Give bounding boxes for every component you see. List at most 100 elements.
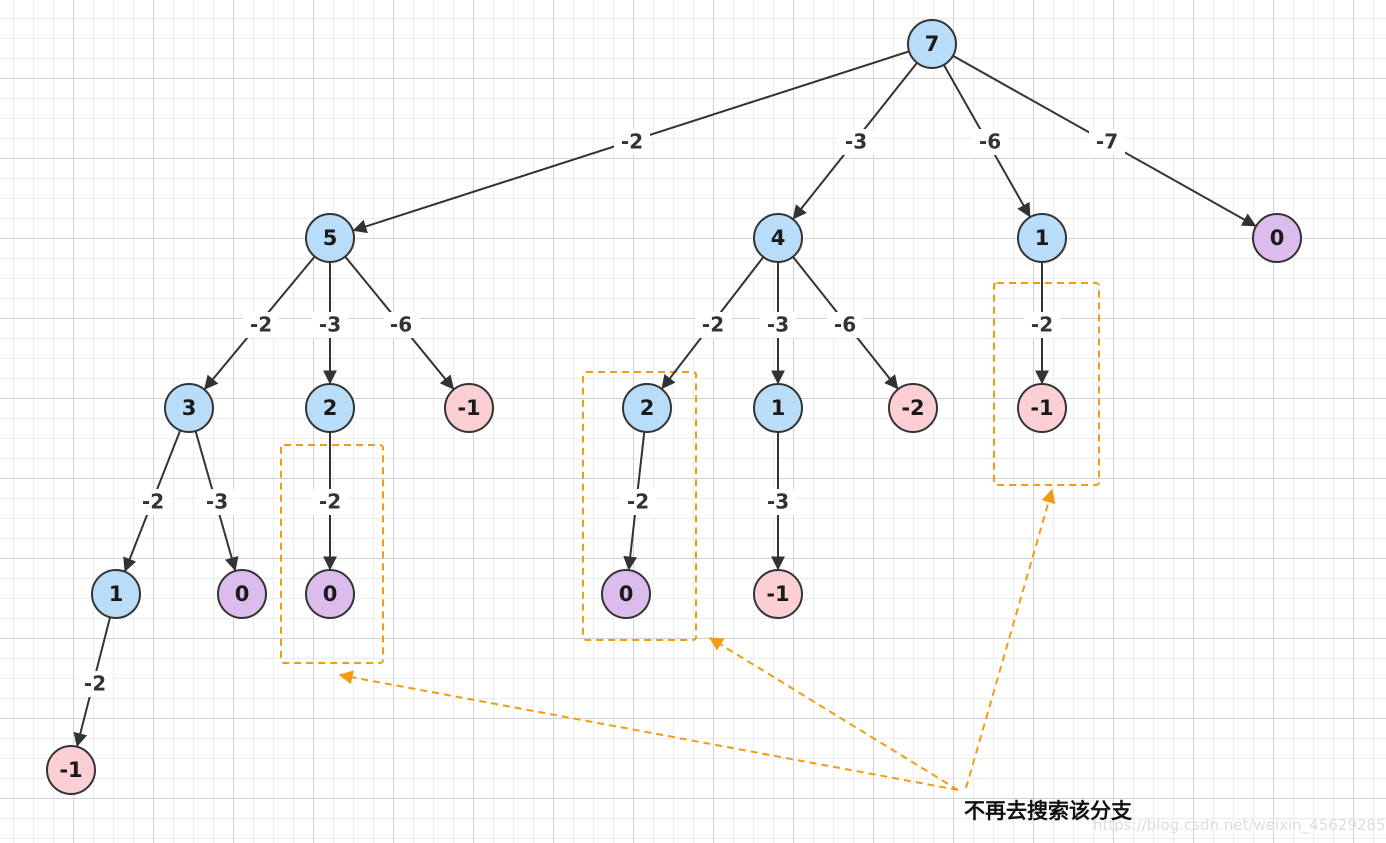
node-value: 0 — [323, 582, 338, 606]
tree-node: 4 — [753, 213, 803, 263]
tree-node: -1 — [1017, 383, 1067, 433]
edge-label-text: -6 — [834, 313, 856, 337]
edge-labels: -2 -3 -6 -7 -2 -3 -6 -2 -3 -6 -2 -2 -3 -2 -2 -3 -2 — [77, 129, 1125, 697]
node-value: -1 — [1030, 396, 1053, 420]
node-circle-explored — [1017, 213, 1067, 263]
edge-label-text: -2 — [621, 130, 643, 154]
edge-label-text: -3 — [206, 490, 228, 514]
edge-label-text: -2 — [250, 313, 272, 337]
edge-label: -6 — [827, 312, 863, 338]
node-circle-exceeded — [46, 745, 96, 795]
edge-label-text: -7 — [1096, 130, 1118, 154]
annotation-label: 不再去搜索该分支 — [964, 799, 1132, 823]
node-circle-explored — [91, 569, 141, 619]
tree-node: -2 — [888, 383, 938, 433]
tree-node: 1 — [1017, 213, 1067, 263]
edge-label-text: -2 — [142, 490, 164, 514]
edge-label: -3 — [838, 129, 874, 155]
node-circle-exceeded — [753, 569, 803, 619]
node-circle-explored — [622, 383, 672, 433]
edge-label: -3 — [312, 312, 348, 338]
node-circle-explored — [305, 383, 355, 433]
tree-node: -1 — [46, 745, 96, 795]
edge-label: -2 — [614, 129, 650, 155]
edge-label: -3 — [760, 489, 796, 515]
edge-label-text: -2 — [702, 313, 724, 337]
node-circle-solution — [305, 569, 355, 619]
node-value: 1 — [1035, 226, 1050, 250]
tree-node: 7 — [907, 19, 957, 69]
tree-nodes: 7 5 4 1 0 3 2 -1 2 1 -2 -1 1 0 0 0 -1 -1 — [46, 19, 1302, 795]
edge-label-text: -6 — [979, 130, 1001, 154]
tree-node: 3 — [164, 383, 214, 433]
edge-label-text: -3 — [319, 313, 341, 337]
node-circle-explored — [164, 383, 214, 433]
node-value: 5 — [323, 226, 338, 250]
edge-label-text: -2 — [319, 490, 341, 514]
node-value: 1 — [109, 582, 124, 606]
edge-label: -2 — [312, 489, 348, 515]
pruned-branch-box — [280, 444, 384, 664]
watermark-text: https://blog.csdn.net/weixin_45629285 — [1093, 816, 1386, 834]
node-circle-explored — [753, 213, 803, 263]
tree-node: 5 — [305, 213, 355, 263]
node-value: -2 — [901, 396, 924, 420]
edge-label-text: -3 — [767, 313, 789, 337]
tree-node: 2 — [305, 383, 355, 433]
edge-label: -7 — [1089, 129, 1125, 155]
tree-node: 0 — [1252, 213, 1302, 263]
node-value: -1 — [457, 396, 480, 420]
tree-node: 1 — [91, 569, 141, 619]
node-value: 1 — [771, 396, 786, 420]
node-value: 0 — [235, 582, 250, 606]
edge-label: -2 — [243, 312, 279, 338]
edge-label-text: -6 — [390, 313, 412, 337]
pruning-pointer-arrow — [338, 670, 959, 791]
edge-label: -2 — [1024, 312, 1060, 338]
node-value: 2 — [323, 396, 338, 420]
node-circle-solution — [217, 569, 267, 619]
node-value: 4 — [771, 226, 786, 250]
node-circle-explored — [753, 383, 803, 433]
node-value: 0 — [1270, 226, 1285, 250]
edge-label: -6 — [972, 129, 1008, 155]
edge-label: -6 — [383, 312, 419, 338]
edge-label: -2 — [77, 671, 113, 697]
edge-label-text: -3 — [845, 130, 867, 154]
tree-node: 0 — [601, 569, 651, 619]
tree-node: -1 — [444, 383, 494, 433]
node-circle-exceeded — [1017, 383, 1067, 433]
tree-node: 0 — [217, 569, 267, 619]
pruned-branch-boxes — [280, 282, 1100, 664]
node-circle-explored — [907, 19, 957, 69]
node-circle-explored — [305, 213, 355, 263]
node-value: 7 — [925, 32, 940, 56]
edge-label-text: -2 — [84, 672, 106, 696]
tree-node: -1 — [753, 569, 803, 619]
node-circle-solution — [1252, 213, 1302, 263]
node-circle-exceeded — [444, 383, 494, 433]
edge-label-text: -3 — [767, 490, 789, 514]
edge-label: -2 — [620, 489, 656, 515]
node-circle-exceeded — [888, 383, 938, 433]
node-value: 3 — [182, 396, 197, 420]
tree-node: 0 — [305, 569, 355, 619]
node-value: -1 — [59, 758, 82, 782]
pruning-pointer-arrow — [708, 637, 959, 791]
edge-label-text: -2 — [1031, 313, 1053, 337]
tree-node: 1 — [753, 383, 803, 433]
edge-label: -3 — [760, 312, 796, 338]
edge-label: -2 — [695, 312, 731, 338]
edge-label: -3 — [199, 489, 235, 515]
node-value: 2 — [640, 396, 655, 420]
node-value: -1 — [766, 582, 789, 606]
tree-node: 2 — [622, 383, 672, 433]
pruning-pointers — [338, 488, 1056, 791]
pruned-branch-box — [582, 371, 697, 641]
node-circle-solution — [601, 569, 651, 619]
node-value: 0 — [619, 582, 634, 606]
pruned-branch-box — [993, 282, 1100, 486]
pruning-pointer-arrow — [965, 488, 1056, 789]
edge-label: -2 — [135, 489, 171, 515]
